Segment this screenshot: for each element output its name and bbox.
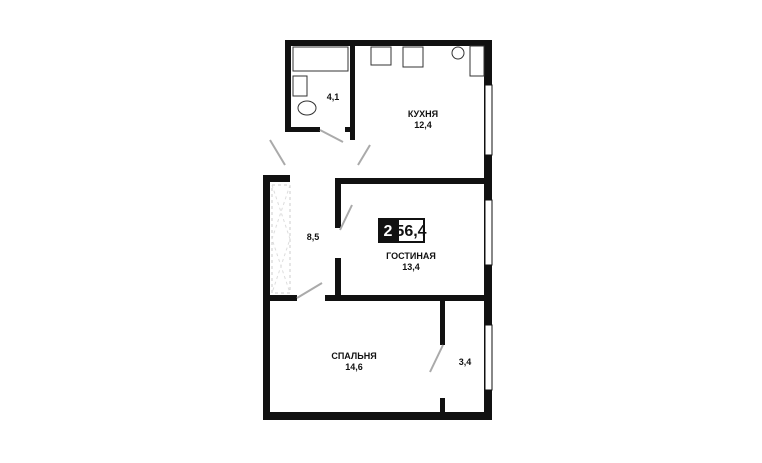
wall-bath-left xyxy=(285,40,291,132)
window-living xyxy=(484,199,493,266)
wardrobe xyxy=(271,184,291,294)
stove-icon xyxy=(402,46,424,68)
room-name-kitchen: КУХНЯ xyxy=(408,109,438,119)
badge-rooms-count: 2 xyxy=(384,223,393,240)
kitchen-sink-icon xyxy=(370,46,392,66)
window-storage xyxy=(484,324,493,391)
window-kitchen xyxy=(484,84,493,156)
door-storage xyxy=(429,344,444,373)
sink-icon xyxy=(292,75,308,97)
wardrobe-doors xyxy=(271,184,291,294)
wall-living-left xyxy=(335,178,341,228)
badge-area-bg xyxy=(397,218,425,243)
wall-left xyxy=(263,175,270,420)
door-entrance xyxy=(269,139,286,166)
room-area-storage: 3,4 xyxy=(459,357,472,367)
door-kitchen xyxy=(357,144,371,166)
door-living xyxy=(339,204,353,231)
wall-top xyxy=(285,40,492,46)
toilet-icon xyxy=(297,100,317,116)
room-name-bedroom: СПАЛЬНЯ xyxy=(331,351,376,361)
door-bath xyxy=(319,129,344,143)
wall-living-left-2 xyxy=(335,258,341,301)
room-area-hall: 8,5 xyxy=(307,232,320,242)
wall-bath-right xyxy=(350,46,355,140)
wall-hall-cap xyxy=(263,175,290,182)
apartment-badge: 2 56,4 xyxy=(378,218,427,243)
room-name-living: ГОСТИНАЯ xyxy=(386,251,436,261)
room-area-bedroom: 14,6 xyxy=(345,362,363,372)
bathtub-icon xyxy=(292,46,349,72)
wall-bath-bottom xyxy=(285,127,320,132)
room-area-kitchen: 12,4 xyxy=(414,120,432,130)
wall-storage-2 xyxy=(440,398,445,412)
wall-bedroom-top-2 xyxy=(325,295,492,301)
boiler-icon xyxy=(451,46,465,60)
wall-kitchen-living xyxy=(335,178,492,184)
badge-rooms-bg xyxy=(378,218,398,243)
room-area-bathroom: 4,1 xyxy=(327,92,340,102)
wall-bottom xyxy=(263,412,492,420)
badge-total-area: 56,4 xyxy=(395,223,426,240)
door-bedroom xyxy=(296,282,323,299)
vent-icon xyxy=(469,45,485,77)
wall-bedroom-top xyxy=(270,295,297,301)
wall-storage xyxy=(440,301,445,345)
room-area-living: 13,4 xyxy=(402,262,420,272)
